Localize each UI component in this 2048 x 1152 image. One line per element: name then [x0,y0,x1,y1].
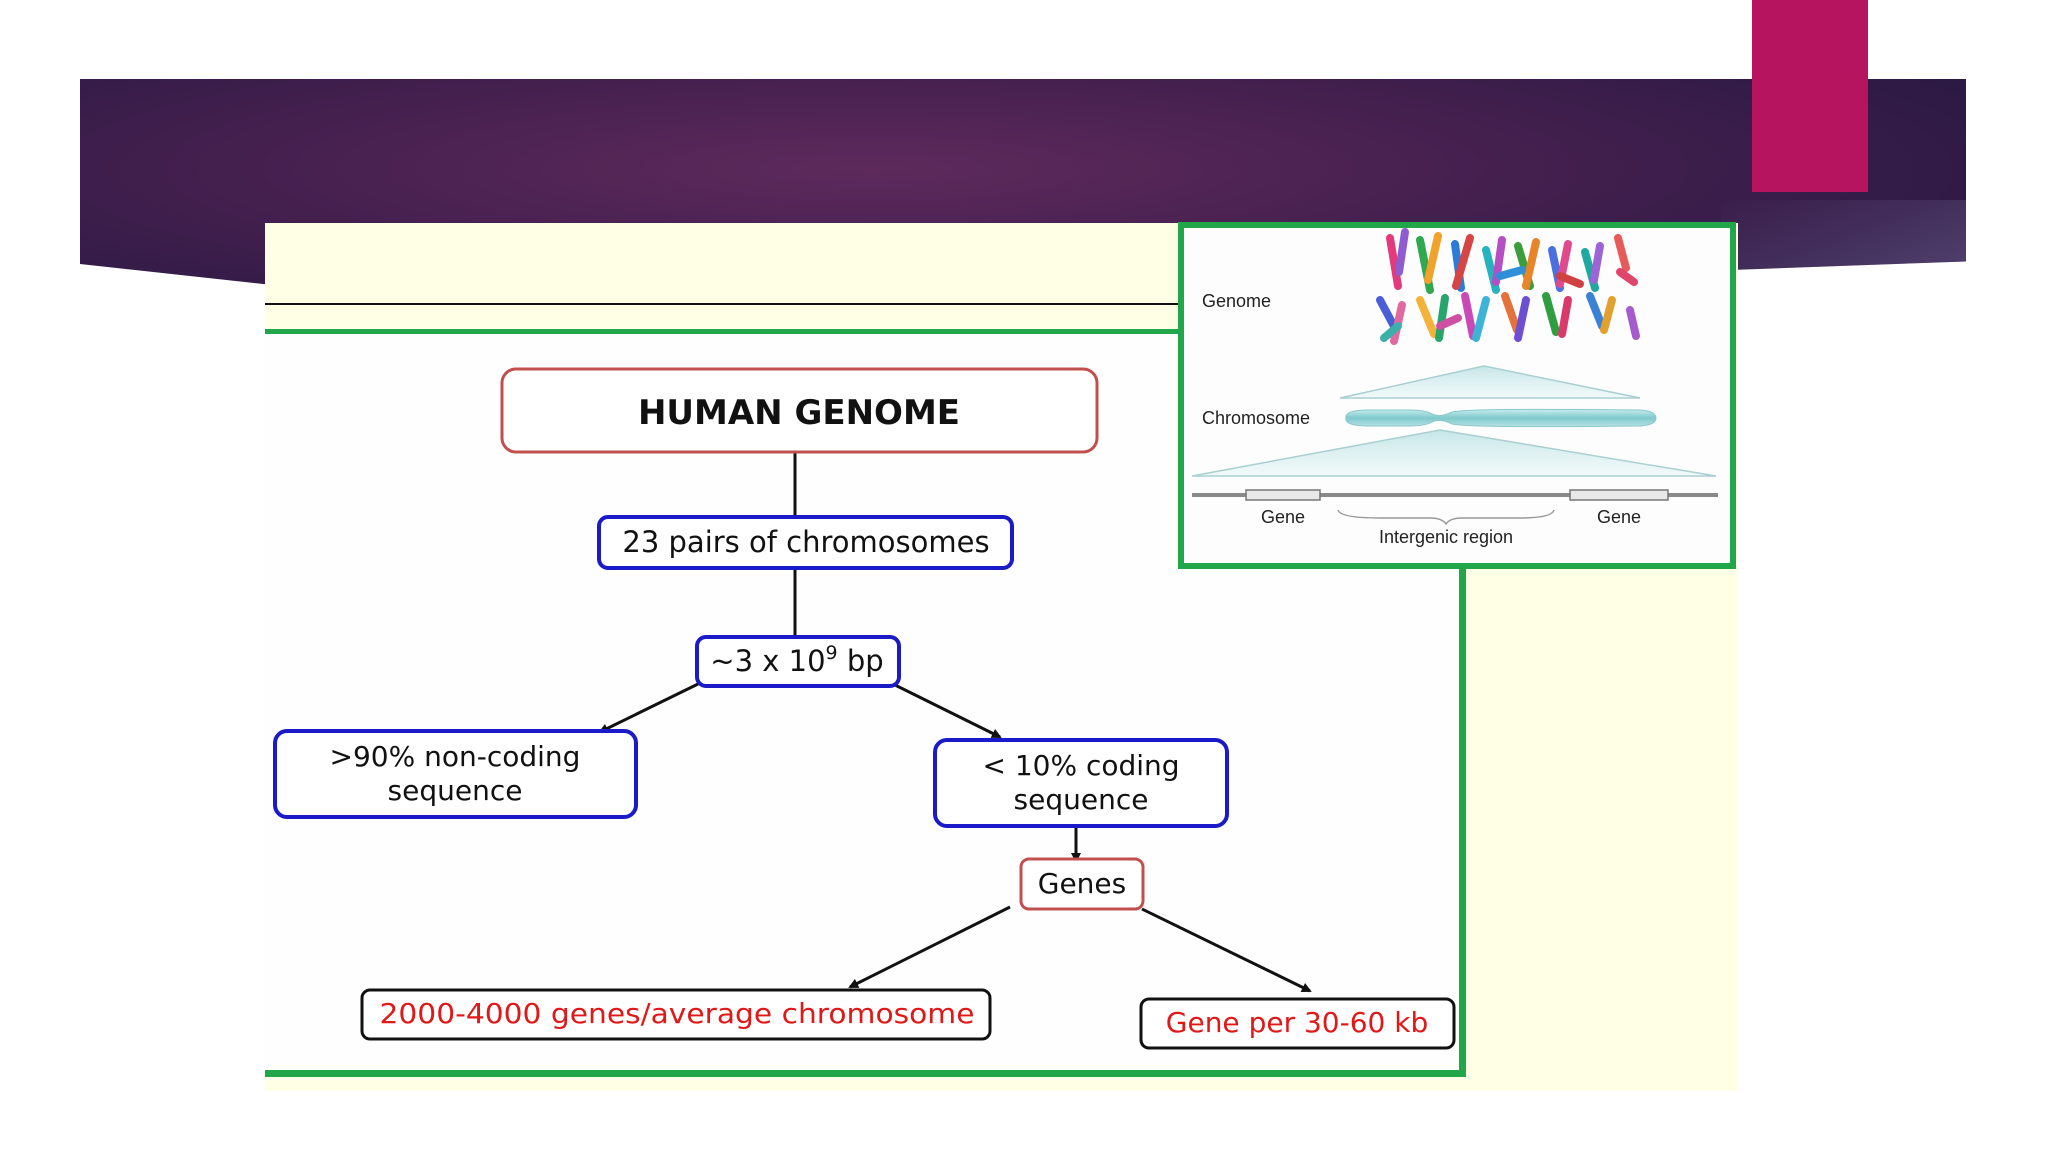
chromosome-to-gene-fan [1191,429,1717,477]
gene-density-node [1139,997,1456,1050]
inset-gene-label-left: Gene [1261,507,1305,527]
inset-intergenic-label: Intergenic region [1379,527,1513,547]
root-node-label: HUMAN GENOME [638,393,960,433]
inset-chromosome-label: Chromosome [1202,408,1310,428]
genome-size-unit: bp [838,644,884,678]
coding-label-line2: sequence [1014,783,1149,816]
connector-genes-to-per-chromosome [848,905,1011,989]
connector-size-to-coding [892,682,1002,739]
chromosome-shape [1345,408,1657,428]
genome-size-exponent: 9 [826,642,838,664]
genome-size-base: ~3 x 10 [710,644,825,678]
inset-genome-label: Genome [1202,291,1271,311]
inset-gene-label-right: Gene [1597,507,1641,527]
gene-segment-left [1245,489,1321,501]
gene-density-label: Gene per 30-60 kb [1166,1006,1428,1039]
connector-genes-to-density [1141,907,1312,993]
chromosome-pairs-label: 23 pairs of chromosomes [622,525,989,559]
gene-segment-right [1569,489,1669,501]
karyotype-cluster [1376,228,1640,345]
intergenic-bracket [1337,509,1555,526]
noncoding-node [273,729,638,819]
genes-per-chromosome-node [360,988,992,1041]
noncoding-label-line1: >90% non-coding [330,740,581,773]
genes-node [1019,857,1145,911]
header-rule [265,303,1180,305]
noncoding-label-line2: sequence [388,774,523,807]
inset-illustration: Genome Chromosome [1191,228,1718,547]
connector-size-to-noncoding [598,682,699,734]
genes-label: Genes [1038,867,1126,900]
genes-per-chromosome-label: 2000-4000 genes/average chromosome [380,997,975,1030]
accent-tab [1752,0,1868,192]
genome-size-label: ~3 x 109 bp [710,642,883,678]
genome-to-chromosome-fan [1339,365,1641,399]
coding-label-line1: < 10% coding [982,749,1179,782]
genome-size-node [695,635,901,688]
chromosome-pairs-node [597,515,1014,570]
coding-node [933,738,1229,828]
root-node [500,367,1099,454]
